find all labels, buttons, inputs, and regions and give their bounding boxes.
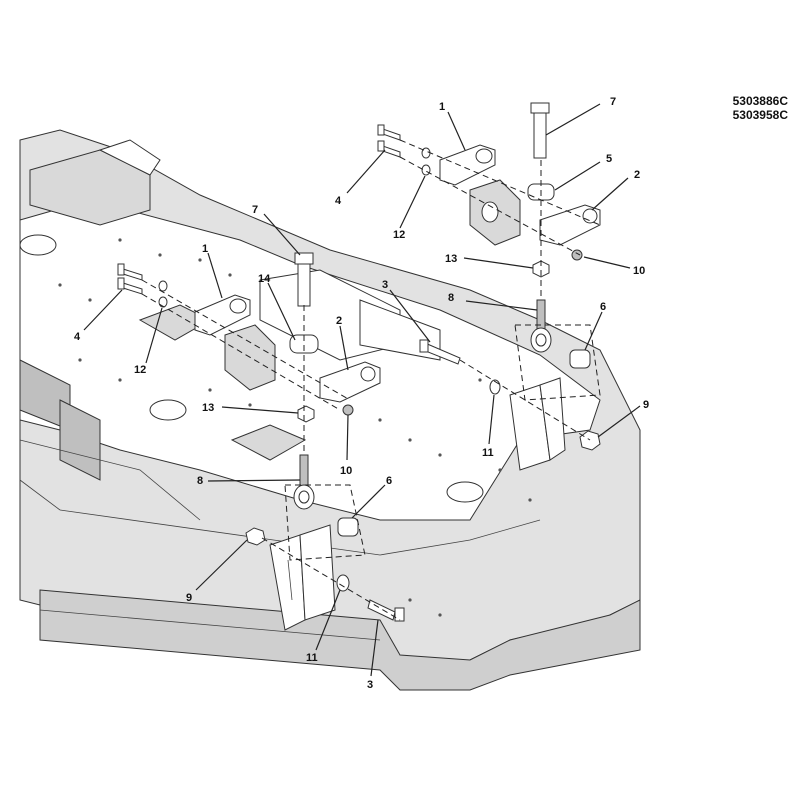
callout-8: 8 bbox=[448, 292, 454, 304]
part-number-1: 5303886C bbox=[732, 94, 788, 108]
leader-lines bbox=[83, 103, 641, 677]
callout-7: 7 bbox=[610, 96, 616, 108]
callout-11: 11 bbox=[482, 447, 494, 459]
callout-9: 9 bbox=[643, 399, 649, 411]
callout-1: 1 bbox=[202, 243, 208, 255]
callout-numbers: 1 7 5 2 4 12 13 10 8 6 3 9 11 7 1 14 4 2… bbox=[74, 96, 649, 691]
part-number-2: 5303958C bbox=[732, 108, 788, 122]
callout-3: 3 bbox=[367, 679, 373, 691]
rear-hanger-bracket bbox=[509, 377, 566, 471]
callout-12: 12 bbox=[393, 229, 405, 241]
callout-5: 5 bbox=[606, 153, 612, 165]
callout-2: 2 bbox=[336, 315, 342, 327]
upper-right-exploded-parts bbox=[377, 102, 601, 451]
callout-12: 12 bbox=[134, 364, 146, 376]
callout-2: 2 bbox=[634, 169, 640, 181]
callout-6: 6 bbox=[600, 301, 606, 313]
callout-7: 7 bbox=[252, 204, 258, 216]
callout-10: 10 bbox=[340, 465, 352, 477]
callout-8: 8 bbox=[197, 475, 203, 487]
callout-14: 14 bbox=[258, 273, 271, 285]
callout-1: 1 bbox=[439, 101, 445, 113]
callout-11: 11 bbox=[306, 652, 318, 664]
callout-4: 4 bbox=[335, 195, 342, 207]
left-exploded-parts bbox=[117, 252, 405, 622]
callout-4: 4 bbox=[74, 331, 81, 343]
callout-13: 13 bbox=[445, 253, 457, 265]
callout-6: 6 bbox=[386, 475, 392, 487]
callout-3: 3 bbox=[382, 279, 388, 291]
callout-10: 10 bbox=[633, 265, 645, 277]
callout-9: 9 bbox=[186, 592, 192, 604]
callout-13: 13 bbox=[202, 402, 214, 414]
